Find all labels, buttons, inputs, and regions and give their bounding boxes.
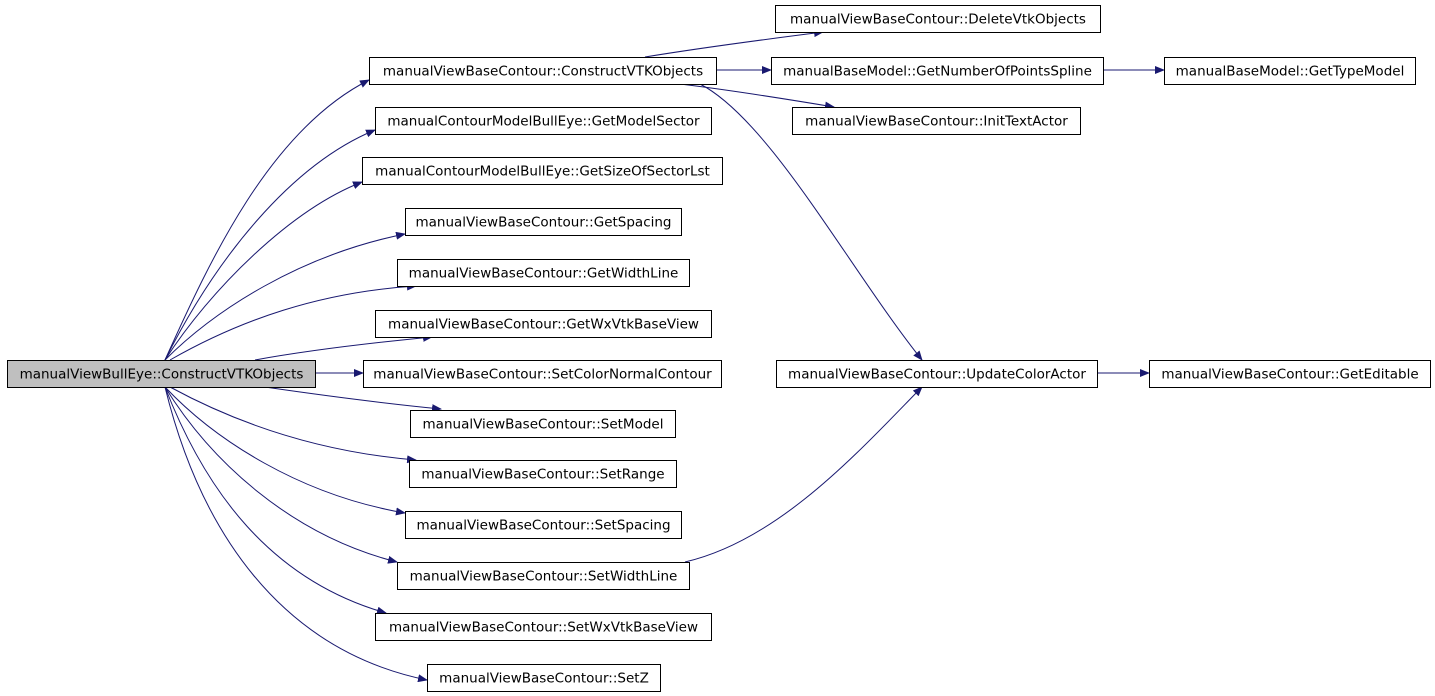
- node-box: [7, 360, 316, 388]
- edge-n_construct-to-n_inittext: [679, 83, 835, 110]
- node-box: [771, 57, 1104, 85]
- node-label: manualViewBaseContour::UpdateColorActor: [788, 367, 1086, 383]
- edge-root-to-n_getwxvtk: [254, 333, 433, 361]
- node-manual-contour-model-bull-eye-get-model-sector[interactable]: manualContourModelBullEye::GetModelSecto…: [375, 107, 712, 135]
- node-box: [397, 259, 690, 287]
- edge-n_construct-to-n_deletevtk: [644, 29, 824, 58]
- node-label: manualViewBaseContour::SetSpacing: [416, 518, 670, 534]
- edge-root-to-n_setwidthline: [164, 386, 398, 564]
- node-manual-view-base-contour-construct-vtkobjects[interactable]: manualViewBaseContour::ConstructVTKObjec…: [369, 57, 717, 85]
- node-manual-view-base-contour-get-width-line[interactable]: manualViewBaseContour::GetWidthLine: [397, 259, 690, 287]
- node-label: manualViewBaseContour::SetColorNormalCon…: [373, 367, 712, 383]
- nodes: manualViewBullEye::ConstructVTKObjectsma…: [7, 5, 1431, 692]
- edge-root-to-n_setrange: [169, 386, 417, 464]
- node-box: [397, 562, 690, 590]
- node-label: manualViewBaseContour::SetRange: [421, 467, 664, 483]
- node-manual-view-base-contour-set-color-normal-contour[interactable]: manualViewBaseContour::SetColorNormalCon…: [363, 360, 722, 388]
- edge-root-to-n_setmodel: [264, 386, 442, 413]
- node-manual-view-base-contour-get-wx-vtk-base-view[interactable]: manualViewBaseContour::GetWxVtkBaseView: [375, 310, 712, 338]
- node-label: manualViewBaseContour::SetModel: [423, 417, 664, 433]
- node-box: [405, 208, 682, 236]
- edge-n_setwidthline-to-n_updatecolor: [684, 386, 923, 563]
- node-box: [375, 107, 712, 135]
- node-box: [369, 57, 717, 85]
- node-box: [363, 360, 722, 388]
- node-manual-view-base-contour-get-editable[interactable]: manualViewBaseContour::GetEditable: [1149, 360, 1431, 388]
- node-box: [792, 107, 1081, 135]
- node-label: manualViewBaseContour::GetSpacing: [416, 215, 672, 231]
- node-label: manualViewBaseContour::ConstructVTKObjec…: [383, 64, 703, 80]
- node-manual-view-base-contour-set-spacing[interactable]: manualViewBaseContour::SetSpacing: [405, 511, 682, 539]
- node-box: [409, 460, 677, 488]
- edge-root-to-n_setwxvtk: [164, 386, 387, 615]
- node-manual-view-base-contour-set-range[interactable]: manualViewBaseContour::SetRange: [409, 460, 677, 488]
- edge-root-to-n_getsizeofsector: [164, 181, 363, 361]
- node-manual-view-base-contour-update-color-actor[interactable]: manualViewBaseContour::UpdateColorActor: [776, 360, 1098, 388]
- node-label: manualViewBaseContour::GetEditable: [1161, 367, 1418, 383]
- node-label: manualViewBaseContour::GetWxVtkBaseView: [388, 317, 699, 333]
- node-box: [375, 613, 712, 641]
- node-box: [375, 310, 712, 338]
- node-label: manualContourModelBullEye::GetSizeOfSect…: [375, 164, 710, 180]
- edge-n_construct-to-n_updatecolor: [699, 83, 923, 361]
- node-box: [776, 360, 1098, 388]
- node-box: [410, 410, 676, 438]
- node-box: [427, 664, 661, 692]
- node-box: [1164, 57, 1416, 85]
- node-manual-base-model-get-number-of-points-spline[interactable]: manualBaseModel::GetNumberOfPointsSpline: [771, 57, 1104, 85]
- node-label: manualViewBaseContour::SetWxVtkBaseView: [389, 620, 698, 636]
- node-label: manualViewBaseContour::SetZ: [439, 671, 649, 687]
- node-label: manualContourModelBullEye::GetModelSecto…: [387, 114, 700, 130]
- node-label: manualViewBaseContour::GetWidthLine: [409, 266, 679, 282]
- edge-root-to-n_construct: [164, 79, 370, 361]
- node-box: [362, 157, 723, 185]
- edges: [164, 29, 1165, 683]
- node-manual-view-base-contour-set-wx-vtk-base-view[interactable]: manualViewBaseContour::SetWxVtkBaseView: [375, 613, 712, 641]
- node-manual-view-base-contour-init-text-actor[interactable]: manualViewBaseContour::InitTextActor: [792, 107, 1081, 135]
- edge-root-to-n_getspacing: [164, 231, 406, 361]
- node-manual-view-base-contour-set-width-line[interactable]: manualViewBaseContour::SetWidthLine: [397, 562, 690, 590]
- node-label: manualViewBaseContour::InitTextActor: [805, 114, 1068, 130]
- node-manual-view-bull-eye-construct-vtkobjects[interactable]: manualViewBullEye::ConstructVTKObjects: [7, 360, 316, 388]
- node-manual-view-base-contour-get-spacing[interactable]: manualViewBaseContour::GetSpacing: [405, 208, 682, 236]
- node-label: manualBaseModel::GetNumberOfPointsSpline: [783, 64, 1092, 80]
- edge-root-to-n_setz: [164, 386, 428, 683]
- node-manual-view-base-contour-set-model[interactable]: manualViewBaseContour::SetModel: [410, 410, 676, 438]
- node-label: manualViewBullEye::ConstructVTKObjects: [20, 367, 304, 383]
- node-label: manualViewBaseContour::DeleteVtkObjects: [790, 12, 1086, 28]
- node-box: [405, 511, 682, 539]
- node-label: manualBaseModel::GetTypeModel: [1176, 64, 1405, 80]
- node-manual-contour-model-bull-eye-get-size-of-sector-lst[interactable]: manualContourModelBullEye::GetSizeOfSect…: [362, 157, 723, 185]
- edge-root-to-n_setspacing: [164, 386, 406, 516]
- node-box: [775, 5, 1101, 33]
- node-box: [1149, 360, 1431, 388]
- node-label: manualViewBaseContour::SetWidthLine: [410, 569, 678, 585]
- node-manual-view-base-contour-set-z[interactable]: manualViewBaseContour::SetZ: [427, 664, 661, 692]
- edge-root-to-n_getwidthline: [169, 282, 417, 361]
- node-manual-base-model-get-type-model[interactable]: manualBaseModel::GetTypeModel: [1164, 57, 1416, 85]
- edge-root-to-n_getmodelsector: [164, 129, 376, 361]
- node-manual-view-base-contour-delete-vtk-objects[interactable]: manualViewBaseContour::DeleteVtkObjects: [775, 5, 1101, 33]
